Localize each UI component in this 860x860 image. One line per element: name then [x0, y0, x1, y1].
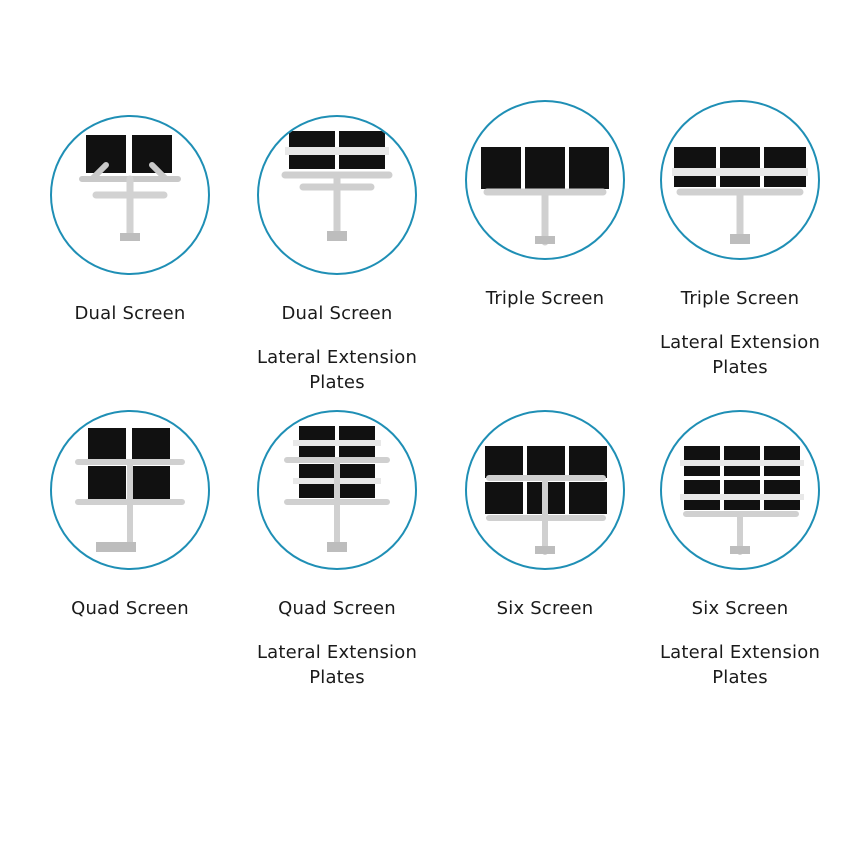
triple-monitor-arm-lateral-icon: [660, 100, 820, 260]
six-monitor-arm-lateral-icon: [660, 410, 820, 570]
config-subtitle: Lateral Extension Plates: [256, 642, 418, 688]
config-title: Triple Screen: [485, 288, 605, 309]
config-card-six[interactable]: Six Screen: [445, 410, 645, 620]
config-subtitle: Lateral Extension Plates: [659, 332, 821, 378]
six-monitor-arm-icon: [465, 410, 625, 570]
config-title: Quad Screen: [71, 598, 189, 619]
config-subtitle: Lateral Extension Plates: [659, 642, 821, 688]
dual-monitor-arm-icon: [50, 115, 210, 275]
config-card-quad-lateral[interactable]: Quad Screen Lateral Extension Plates: [237, 410, 437, 690]
config-card-triple-lateral[interactable]: Triple Screen Lateral Extension Plates: [640, 100, 840, 380]
triple-monitor-arm-icon: [465, 100, 625, 260]
config-title: Triple Screen: [680, 288, 800, 309]
quad-monitor-arm-icon: [50, 410, 210, 570]
config-title: Dual Screen: [281, 303, 393, 324]
config-title: Dual Screen: [74, 303, 186, 324]
dual-monitor-arm-lateral-icon: [257, 115, 417, 275]
config-title: Quad Screen: [278, 598, 396, 619]
config-title: Six Screen: [691, 598, 789, 619]
config-card-quad[interactable]: Quad Screen: [30, 410, 230, 620]
config-card-dual[interactable]: Dual Screen: [30, 115, 230, 325]
config-title: Six Screen: [496, 598, 594, 619]
config-subtitle: Lateral Extension Plates: [256, 347, 418, 393]
config-card-triple[interactable]: Triple Screen: [445, 100, 645, 310]
quad-monitor-arm-lateral-icon: [257, 410, 417, 570]
config-card-six-lateral[interactable]: Six Screen Lateral Extension Plates: [640, 410, 840, 690]
config-card-dual-lateral[interactable]: Dual Screen Lateral Extension Plates: [237, 115, 437, 395]
